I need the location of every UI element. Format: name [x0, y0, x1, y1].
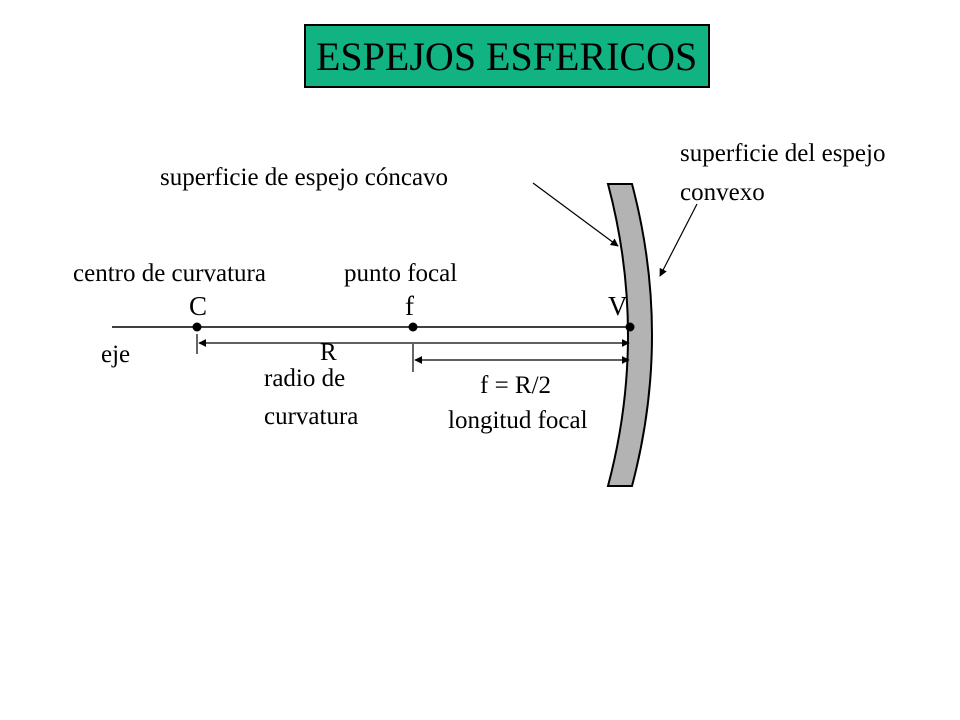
center-of-curvature-label: centro de curvatura	[73, 260, 266, 287]
point-v-label: V	[608, 291, 628, 321]
vertex-point	[625, 322, 635, 332]
center-of-curvature-point	[192, 322, 202, 332]
focal-formula-label: f = R/2	[480, 372, 552, 399]
radius-label-line1: radio de	[264, 365, 346, 392]
point-f-label: f	[405, 291, 414, 321]
focal-length-label: longitud focal	[448, 407, 588, 434]
convex-surface-label-line1: superficie del espejo	[680, 140, 886, 167]
convex-surface-label-line2: convexo	[680, 179, 765, 206]
point-c-label: C	[189, 291, 208, 321]
convex-surface-pointer	[659, 203, 698, 277]
concave-surface-label: superficie de espejo cóncavo	[160, 164, 449, 191]
axis-label: eje	[101, 341, 131, 368]
concave-surface-pointer	[532, 182, 619, 247]
mirror-shape	[606, 183, 653, 487]
page-title: ESPEJOS ESFERICOS	[304, 24, 710, 88]
focal-point-dot	[408, 322, 418, 332]
radius-label-line2: curvatura	[264, 403, 359, 430]
focal-point-label: punto focal	[344, 260, 458, 287]
radius-symbol-label: R	[320, 339, 337, 366]
